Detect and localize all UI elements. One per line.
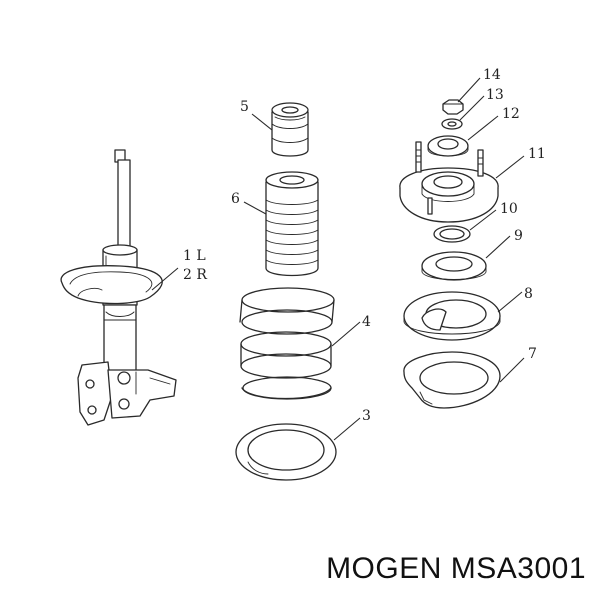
- callout-nut: 14: [483, 67, 501, 83]
- lower-spring-seat: 3: [235, 408, 371, 481]
- caption-brand: MOGEN: [326, 552, 442, 585]
- callout-dust-boot: 6: [231, 191, 240, 207]
- callout-bump-stop: 5: [240, 99, 249, 115]
- bump-stop: 5: [240, 99, 309, 157]
- washer: 10: [433, 201, 518, 243]
- callout-coil-spring: 4: [362, 314, 371, 330]
- strut-mount: 11: [399, 141, 546, 223]
- callout-lower-insulator: 7: [528, 346, 537, 362]
- callout-bearing: 9: [514, 228, 523, 244]
- spring-seat: 8: [403, 286, 533, 341]
- cap: 12: [427, 106, 520, 157]
- nut: 14: [442, 67, 501, 115]
- caption-part-number: MSA3001: [450, 552, 586, 585]
- callout-strut-left: 1 L: [183, 248, 206, 264]
- lock-washer: 13: [441, 87, 504, 130]
- callout-leader-strut: [151, 267, 179, 291]
- caption: MOGEN MSA3001: [326, 552, 586, 586]
- callout-lower-seat: 3: [362, 408, 371, 424]
- coil-spring: 4: [239, 287, 371, 400]
- callout-lock-washer: 13: [486, 87, 504, 103]
- lower-insulator: 7: [403, 346, 537, 409]
- callout-strut-mount: 11: [528, 146, 546, 162]
- callout-washer: 10: [500, 201, 518, 217]
- callout-spring-seat: 8: [524, 286, 533, 302]
- strut-assembly: 1 L 2 R: [60, 149, 207, 426]
- dust-boot: 6: [231, 171, 319, 277]
- callout-strut-right: 2 R: [183, 267, 207, 283]
- bearing: 9: [421, 228, 523, 281]
- callout-cap: 12: [502, 106, 520, 122]
